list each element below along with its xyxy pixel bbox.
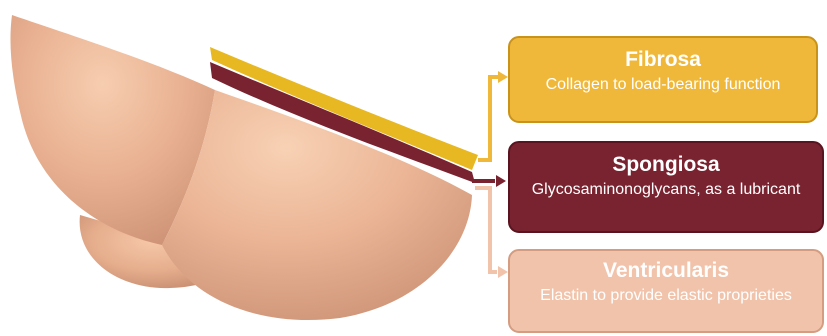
ventricularis-label-box: Ventricularis Elastin to provide elastic… (508, 249, 824, 333)
ventricularis-connector (475, 188, 497, 272)
leaflet-cusp-right (162, 90, 472, 320)
fibrosa-description: Collagen to load-bearing function (518, 74, 808, 96)
ventricularis-title: Ventricularis (518, 258, 814, 283)
ventricularis-description: Elastin to provide elastic proprieties (518, 285, 814, 307)
spongiosa-title: Spongiosa (518, 152, 814, 177)
ventricularis-arrowhead (498, 266, 508, 278)
fibrosa-title: Fibrosa (518, 47, 808, 72)
fibrosa-arrowhead (498, 71, 508, 83)
fibrosa-label-box: Fibrosa Collagen to load-bearing functio… (508, 36, 818, 123)
spongiosa-description: Glycosaminonoglycans, as a lubricant (518, 179, 814, 201)
spongiosa-label-box: Spongiosa Glycosaminonoglycans, as a lub… (508, 141, 824, 233)
spongiosa-arrowhead (496, 175, 506, 187)
fibrosa-connector (478, 77, 499, 160)
